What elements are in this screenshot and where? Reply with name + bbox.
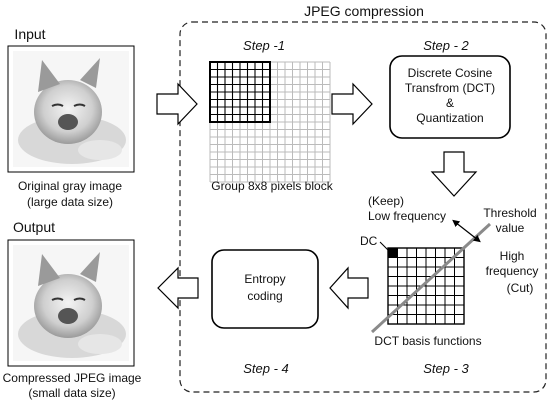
input-caption-line2: (large data size): [26, 195, 114, 209]
output-heading: Output: [12, 219, 56, 235]
entropy-box-line2: coding: [247, 289, 283, 303]
dct-basis-label: DCT basis functions: [374, 334, 482, 348]
step-1-label: Step -1: [243, 38, 285, 53]
jpeg-process-frame: [179, 21, 547, 393]
step-2-label: Step - 2: [423, 38, 469, 53]
arrow-step4-to-output: [157, 266, 199, 310]
keep-label: (Keep): [367, 194, 405, 208]
arrow-input-to-step1: [156, 82, 198, 126]
threshold-label-line2: value: [495, 221, 525, 235]
dct-box-line2: Transfrom (DCT): [404, 81, 496, 95]
arrow-step3-to-step4: [329, 266, 369, 310]
threshold-double-arrow: [452, 219, 481, 243]
input-cat-image: [7, 45, 135, 173]
arrow-step2-to-step3: [430, 151, 478, 197]
entropy-box-line1: Entropy: [244, 272, 286, 286]
dc-label: DC: [360, 234, 378, 248]
dct-box-line3: &: [445, 96, 455, 110]
input-caption-line1: Original gray image: [17, 179, 123, 193]
dc-pointer-line: [379, 241, 391, 253]
dct-quantization-box: [389, 55, 511, 139]
dct-box-line1: Discrete Cosine: [407, 66, 493, 80]
diagram-title: JPEG compression: [304, 3, 424, 19]
input-heading: Input: [14, 26, 46, 42]
group-block-label: Group 8x8 pixels block: [211, 179, 333, 193]
step-3-label: Step - 3: [423, 361, 469, 376]
pixel-block-grid: [209, 61, 331, 183]
dc-coefficient-cell: [388, 248, 398, 258]
threshold-label-line1: Threshold: [483, 206, 537, 220]
cut-label: (Cut): [506, 281, 534, 295]
low-frequency-label: Low frequency: [367, 209, 447, 223]
output-cat-image: [7, 239, 135, 367]
dct-box-line4: Quantization: [416, 111, 484, 125]
high-label-line1: High: [499, 249, 525, 263]
arrow-step1-to-step2: [331, 82, 373, 126]
output-caption-line1: Compressed JPEG image: [2, 371, 142, 385]
output-caption-line2: (small data size): [28, 386, 116, 400]
entropy-coding-box: [211, 249, 319, 329]
pixel-block-outline: [209, 61, 271, 123]
step-4-label: Step - 4: [243, 361, 289, 376]
high-label-line2: frequency: [485, 264, 539, 278]
dct-basis-grid: [387, 247, 465, 325]
